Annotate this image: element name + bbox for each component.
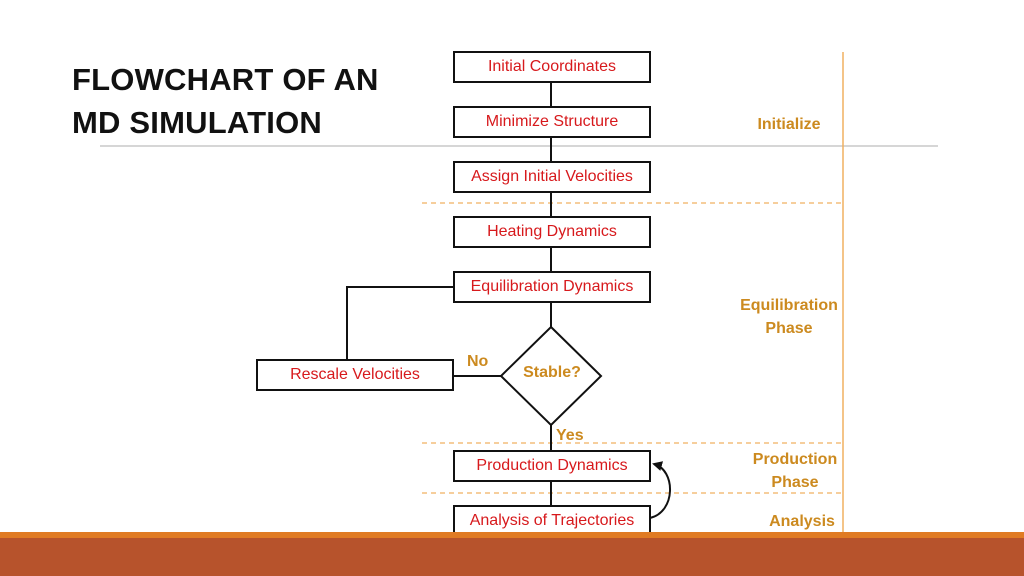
step-heating-dynamics: Heating Dynamics bbox=[453, 216, 651, 248]
footer-stripe bbox=[0, 532, 1024, 538]
phase-production: Production Phase bbox=[744, 448, 846, 494]
loop-back-line bbox=[346, 286, 453, 359]
footer-bar bbox=[0, 538, 1024, 576]
phase-analysis-label: Analysis bbox=[769, 513, 835, 530]
step-production-dynamics: Production Dynamics bbox=[453, 450, 651, 482]
phase-equilibration: Equilibration Phase bbox=[734, 294, 844, 340]
decision-label: Stable? bbox=[523, 364, 581, 381]
phase-equilibration-line2: Phase bbox=[765, 320, 813, 337]
title-line-2: MD SIMULATION bbox=[72, 105, 322, 140]
phase-initialize: Initialize bbox=[738, 113, 840, 136]
title-line-1: FLOWCHART OF AN bbox=[72, 62, 379, 97]
phase-equilibration-line1: Equilibration bbox=[740, 297, 838, 314]
feedback-arrow bbox=[649, 461, 671, 519]
branch-no-label: No bbox=[467, 353, 489, 370]
phase-production-line2: Phase bbox=[771, 474, 819, 491]
decision-diamond bbox=[499, 325, 603, 427]
step-initial-coordinates: Initial Coordinates bbox=[453, 51, 651, 83]
step-assign-velocities: Assign Initial Velocities bbox=[453, 161, 651, 193]
step-rescale-velocities: Rescale Velocities bbox=[256, 359, 454, 391]
phase-production-line1: Production bbox=[752, 451, 838, 468]
step-equilibration-dynamics: Equilibration Dynamics bbox=[453, 271, 651, 303]
step-analysis-of-trajectories: Analysis of Trajectories bbox=[453, 505, 651, 537]
step-minimize-structure: Minimize Structure bbox=[453, 106, 651, 138]
phase-analysis: Analysis bbox=[752, 510, 852, 533]
phase-initialize-label: Initialize bbox=[757, 116, 821, 133]
page-title: FLOWCHART OF AN MD SIMULATION bbox=[72, 58, 379, 144]
branch-yes-label: Yes bbox=[556, 427, 584, 444]
